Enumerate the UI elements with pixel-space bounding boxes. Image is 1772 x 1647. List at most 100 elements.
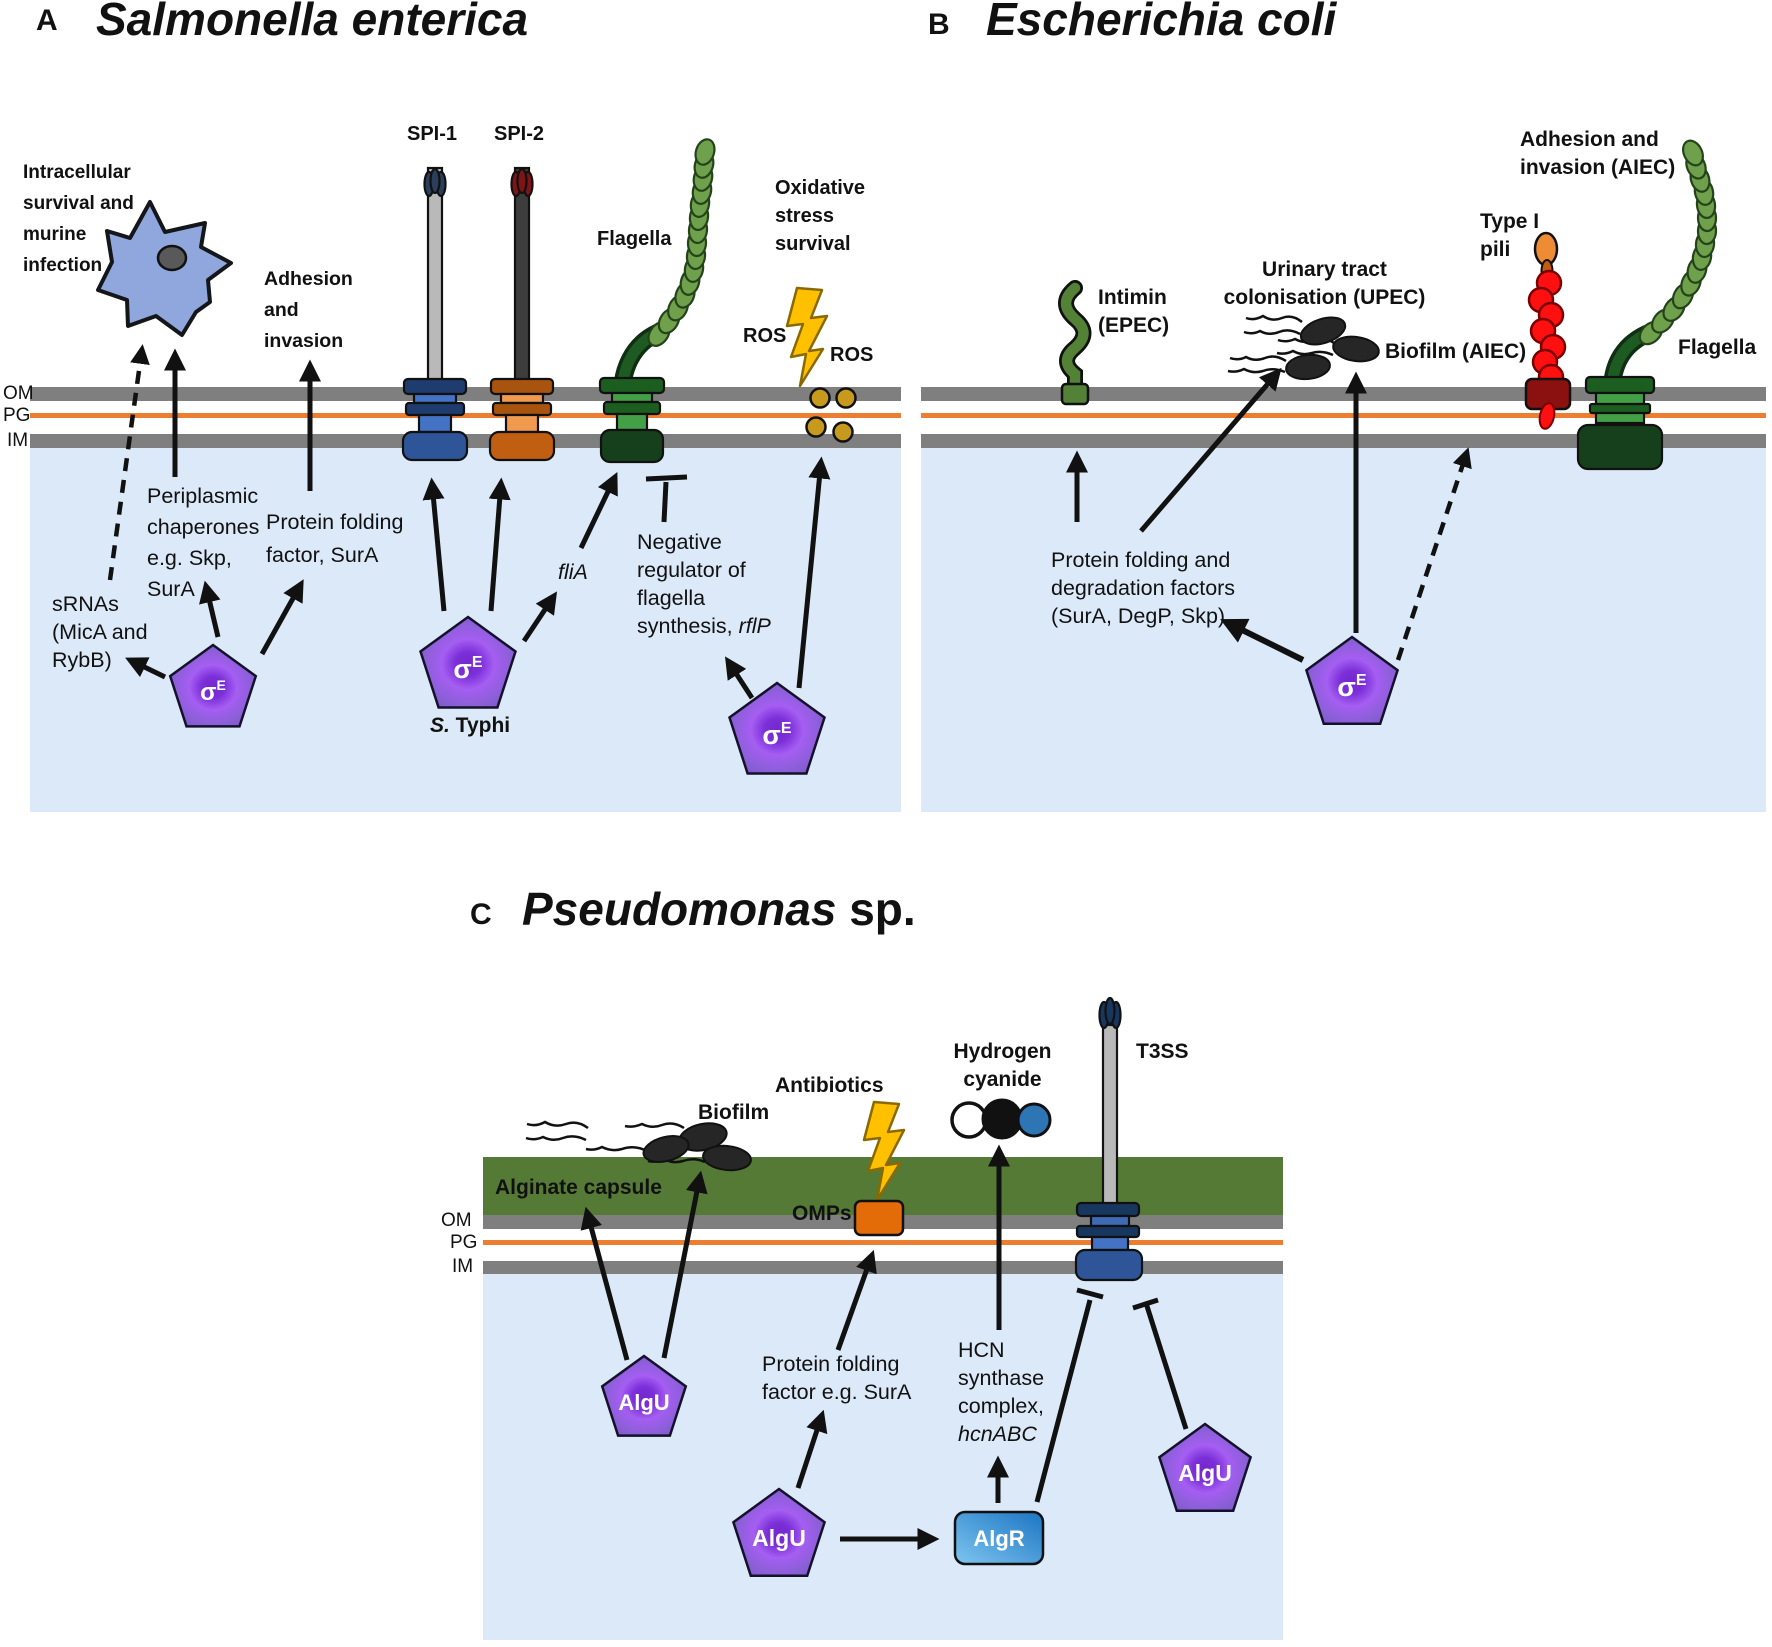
arrow-sigmaE-to-chaperones (199, 580, 221, 638)
spi2-injectisome (488, 166, 556, 462)
panelC-om-label: OM (441, 1210, 472, 1231)
label-antibiotics: Antibiotics (775, 1074, 884, 1097)
panelB-cytoplasm (921, 447, 1766, 812)
t3ss-injectisome (1074, 996, 1144, 1282)
ros-particles (805, 387, 857, 443)
svg-text:AlgU: AlgU (1178, 1460, 1232, 1486)
host-cell-nucleus (156, 244, 188, 272)
label-hcn-gene: hcnABC (958, 1422, 1037, 1446)
sigmaE-pentagon-A3: σE (728, 681, 826, 775)
sigmaE-pentagon-A2: σE (419, 615, 517, 709)
tbar-algu-t3ss-stem (1143, 1302, 1189, 1430)
flagellum-B (1576, 139, 1718, 471)
styphi-species: Typhi (449, 714, 511, 737)
label-urinary-tract: Urinary tract colonisation (UPEC) (1223, 258, 1426, 309)
omps-box (853, 1199, 905, 1237)
label-spi1: SPI-1 (407, 123, 458, 145)
panelA-outer-membrane (30, 387, 901, 401)
arrow-sigmaE-to-hostcell-dashed (107, 344, 150, 581)
upec-bacteria-icon (1227, 314, 1380, 381)
arrow-folding-to-omps (835, 1249, 877, 1351)
label-flagella-A: Flagella (597, 228, 672, 250)
svg-text:σE: σE (762, 720, 791, 750)
tbar-algr-t3ss-stem (1034, 1299, 1093, 1503)
arrow-flia-to-flagellum (578, 472, 618, 550)
spi1-injectisome (401, 166, 469, 462)
svg-text:σE: σE (1337, 672, 1366, 702)
svg-text:AlgU: AlgU (752, 1525, 806, 1551)
arrow-styphi-to-spi1 (422, 477, 447, 612)
label-protein-folding-C: Protein folding factor e.g. SurA (762, 1352, 912, 1404)
flagellum-A-filament (647, 138, 716, 347)
arrow-styphi-to-flia (521, 591, 558, 643)
arrow-sigmaE-to-protein-folding (259, 579, 304, 656)
label-negative-regulator: Negative regulator of flagella (637, 530, 746, 610)
label-intimin: Intimin (EPEC) (1098, 286, 1170, 337)
panelB-tag: B (928, 8, 950, 41)
label-hcn-synthase: HCN synthase complex, (958, 1338, 1045, 1418)
negreg-tail: synthesis, (637, 614, 739, 638)
hcn-hydrogen-atom (950, 1101, 988, 1139)
label-biofilm-aiec: Biofilm (AIEC) (1385, 340, 1527, 363)
arrow-algu-to-folding (795, 1409, 828, 1489)
label-flia: fliA (558, 560, 588, 584)
type1-pili-icon (1524, 231, 1572, 430)
host-cell-icon (96, 200, 233, 337)
flagellum-A (598, 138, 716, 464)
label-negative-regulator-line4: synthesis, rflP (637, 612, 771, 640)
hcn-molecule-icon (950, 1098, 1052, 1140)
label-t3ss: T3SS (1136, 1040, 1189, 1063)
panelB-title: Escherichia coli (986, 0, 1337, 45)
tbar-negreg-cap (645, 474, 688, 482)
arrow-factors-to-upec (1139, 367, 1282, 533)
label-flagella-B: Flagella (1678, 336, 1757, 359)
label-protein-folding-B: Protein folding and degradation factors … (1051, 548, 1236, 628)
algu-pentagon-1: AlgU (600, 1354, 688, 1437)
algr-label: AlgR (973, 1526, 1024, 1551)
label-hydrogen-cyanide: Hydrogen cyanide (953, 1040, 1052, 1091)
panelC-peptidoglycan (483, 1240, 1283, 1245)
arrow-algu-to-alginate (580, 1206, 630, 1361)
panelB-peptidoglycan (921, 413, 1766, 418)
label-spi2: SPI-2 (494, 123, 545, 145)
panelA-peptidoglycan (30, 413, 901, 418)
panelA-pg-label: PG (3, 405, 31, 426)
sigmaE-pentagon-B: σE (1304, 635, 1400, 726)
tbar-algr-t3ss-cap (1076, 1287, 1104, 1300)
label-adhesion-invasion: Adhesion and invasion (264, 268, 353, 352)
flagellum-B-basal-body (1576, 375, 1664, 471)
arrow-sigmaE-to-negreg (725, 656, 755, 700)
label-oxidative-stress: Oxidative stress survival (775, 177, 866, 255)
hcn-carbon-atom (981, 1098, 1023, 1140)
algu-pentagon-3: AlgU (1157, 1422, 1253, 1513)
svg-text:AlgU: AlgU (618, 1390, 669, 1415)
lightning-bolt-icon-A (785, 286, 829, 388)
panelC-arrows (580, 1144, 1189, 1551)
algr-box (953, 1510, 1045, 1566)
label-intracellular-survival: Intracellular survival and murine infect… (23, 162, 134, 276)
tbar-algu-t3ss-cap (1132, 1297, 1159, 1311)
arrow-sigmaE-to-flagellum-dashed (1395, 447, 1472, 661)
label-periplasmic-chaperones: Periplasmic chaperones e.g. Skp, SurA (147, 484, 260, 601)
biofilm-bacteria-icon (525, 1120, 752, 1172)
panelC-title-sp: sp. (836, 883, 916, 935)
svg-text:σE: σE (453, 654, 482, 684)
panelB-arrows (1065, 367, 1472, 663)
styphi-genus: S. (430, 714, 450, 737)
arrow-sigmaE-to-srnas (125, 657, 167, 680)
panelC-title: Pseudomonas sp. (522, 884, 916, 934)
panelC-cytoplasm (483, 1274, 1283, 1640)
label-ros-right: ROS (830, 344, 874, 366)
panelC-pg-label: PG (450, 1232, 478, 1253)
label-adhesion-aiec: Adhesion and invasion (AIEC) (1520, 128, 1676, 179)
panelA-title: Salmonella enterica (96, 0, 529, 45)
intimin-icon (1058, 280, 1092, 406)
label-omps: OMPs (792, 1202, 852, 1225)
label-biofilm-C: Biofilm (698, 1101, 770, 1124)
tbar-negreg-stem (661, 481, 669, 523)
panelB-inner-membrane (921, 434, 1766, 448)
label-type1-pili: Type I pili (1480, 210, 1540, 261)
flagellum-B-filament (1638, 139, 1718, 346)
